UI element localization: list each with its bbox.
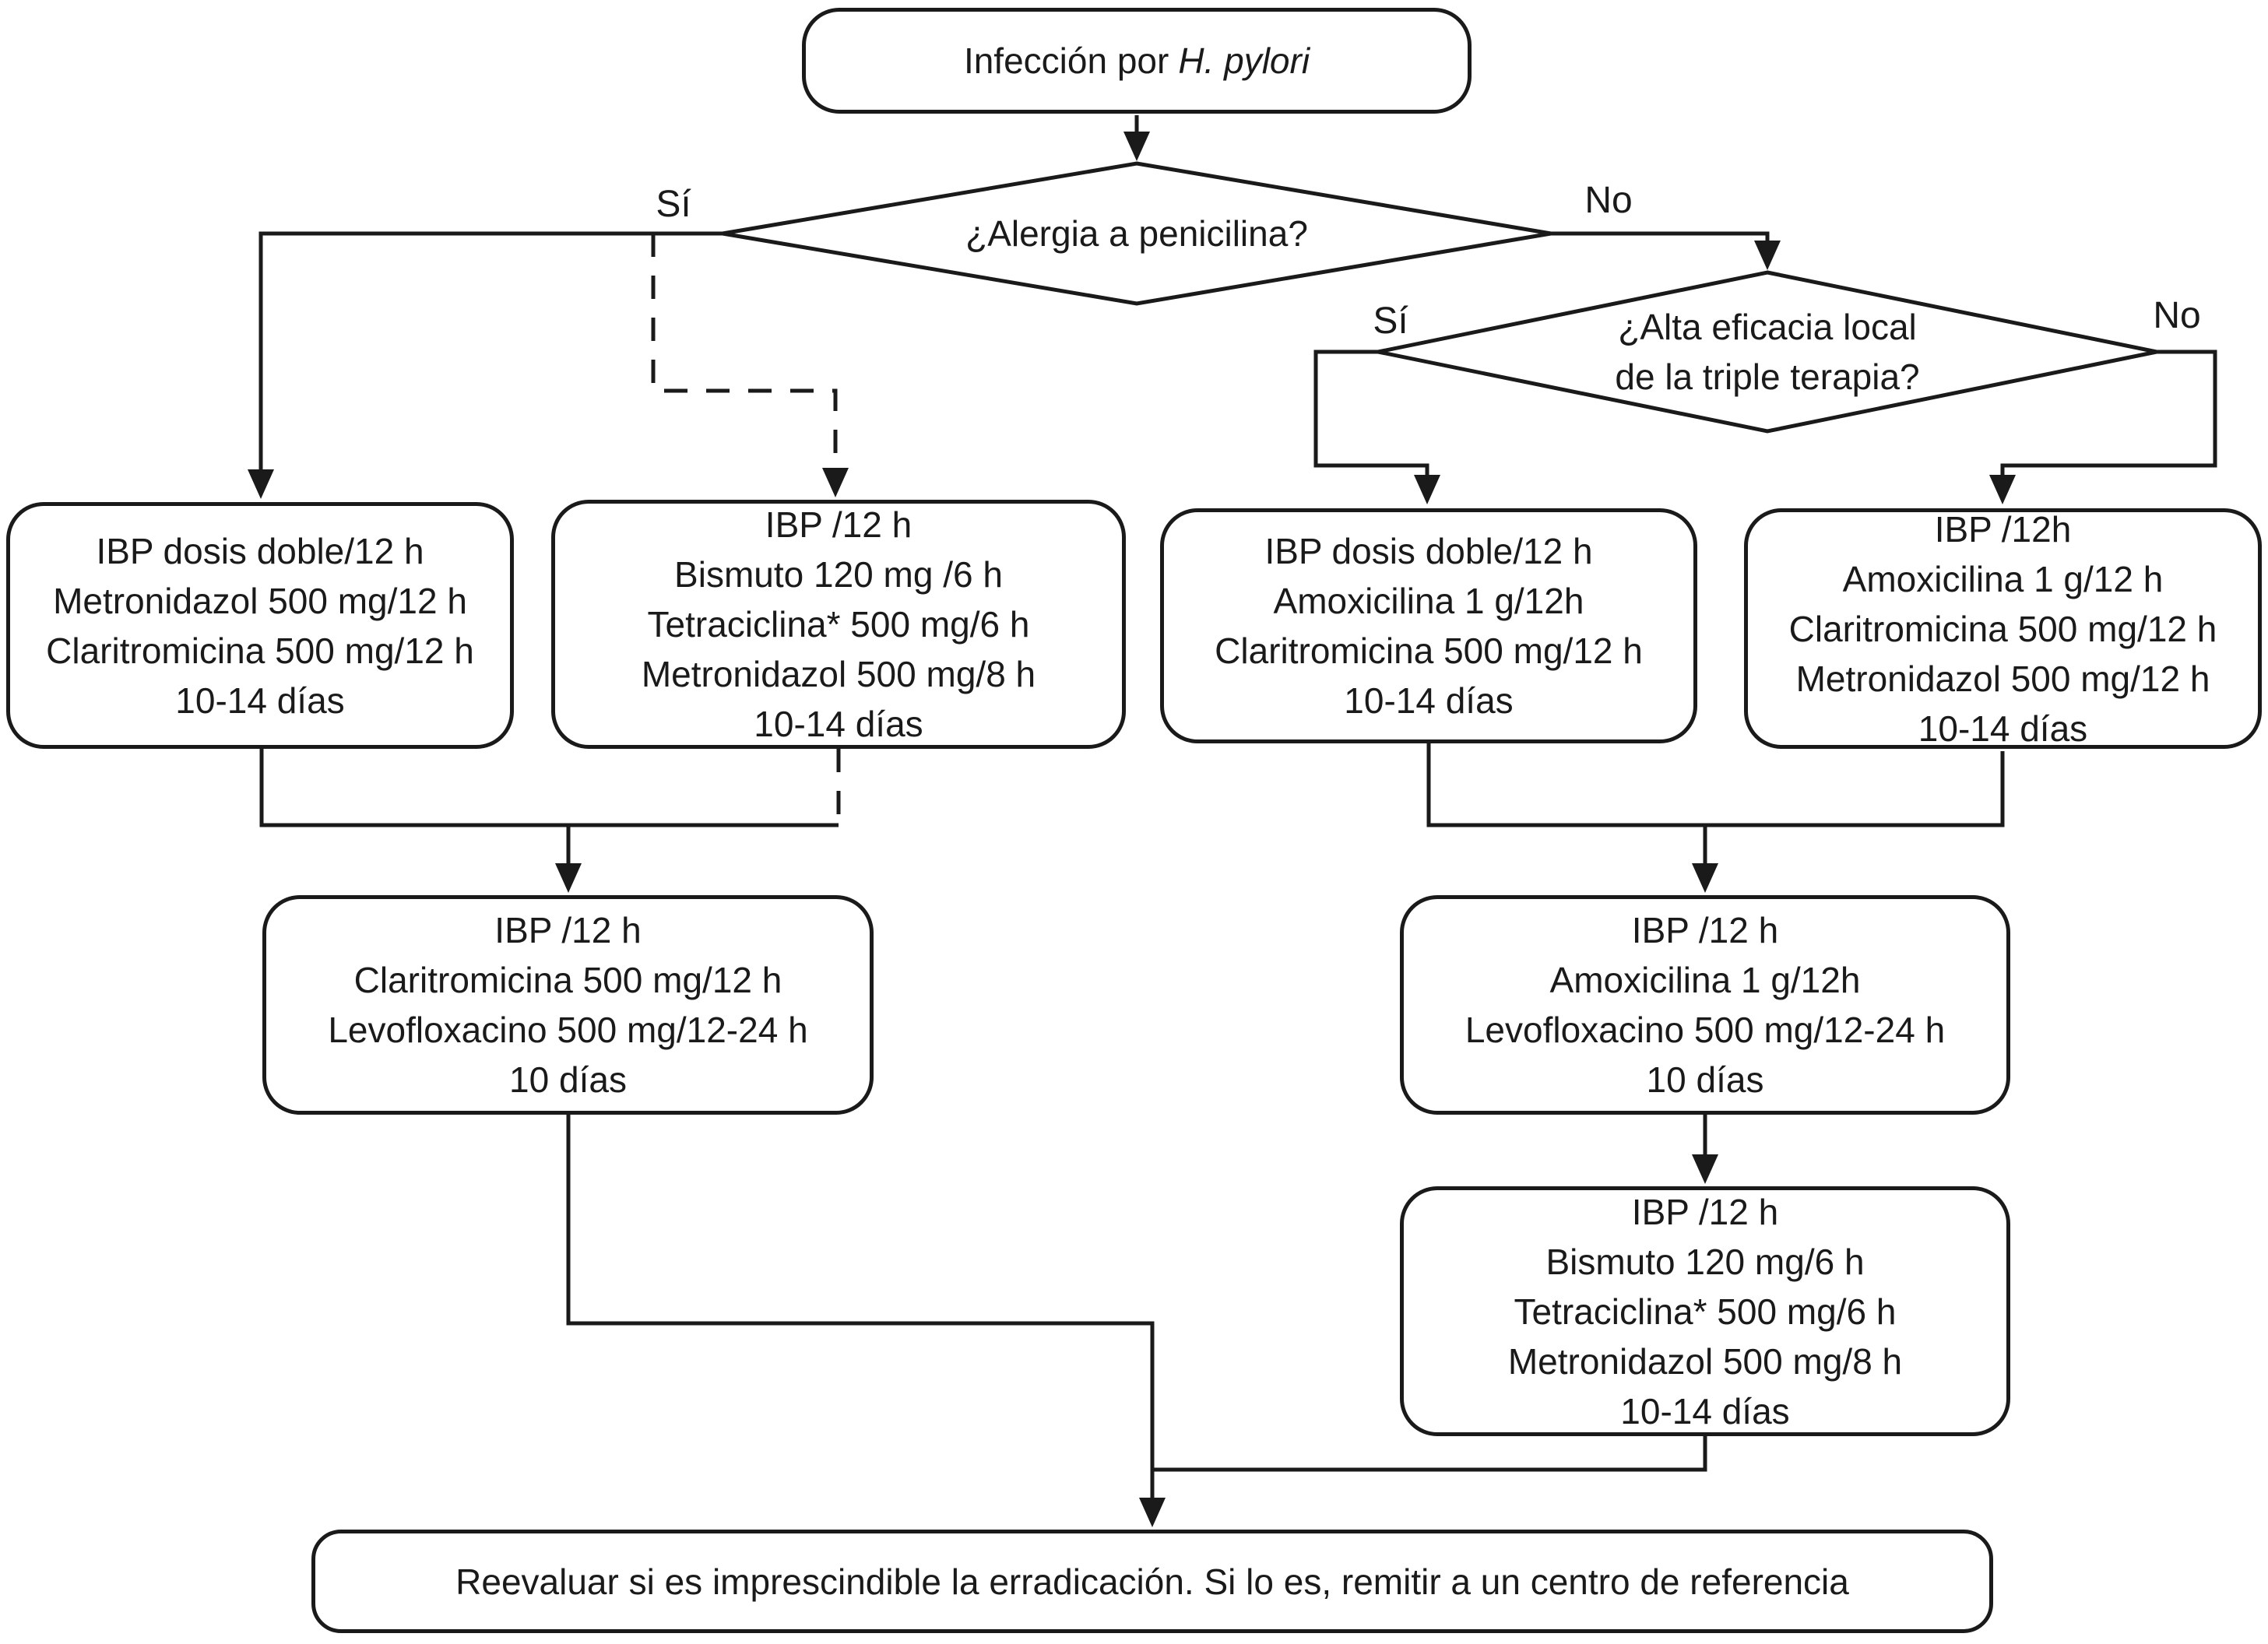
treatment-line: Levofloxacino 500 mg/12-24 h: [1465, 1010, 1946, 1050]
treatment-line: IBP /12 h: [765, 504, 912, 545]
arrowhead-final: [1139, 1498, 1166, 1527]
arrowhead-rescue-quadruple: [1692, 1154, 1718, 1184]
treatment-line: IBP /12 h: [494, 910, 642, 950]
start-node-text: Infección por: [963, 40, 1169, 81]
rescue-levofloxacin-right-box: IBP /12 h Amoxicilina 1 g/12h Levofloxac…: [1400, 895, 2010, 1115]
treatment-line: 10-14 días: [754, 704, 923, 744]
quadruple-bismuth-alternative-box: IBP /12 h Bismuto 120 mg /6 h Tetracicli…: [551, 500, 1126, 749]
treatment-line: Levofloxacino 500 mg/12-24 h: [328, 1010, 808, 1050]
treatment-line: Claritromicina 500 mg/12 h: [1215, 631, 1643, 671]
treatment-line: 10-14 días: [175, 680, 345, 721]
allergy-no-label: No: [1584, 180, 1633, 221]
efficacy-question-line1: ¿Alta eficacia local: [1618, 307, 1917, 347]
edge-rescue-left-to-final: [566, 1115, 1155, 1498]
arrowhead-triple-metronidazole: [248, 469, 274, 499]
treatment-line: Bismuto 120 mg /6 h: [674, 554, 1003, 595]
edge-allergy-no: [1551, 231, 1770, 241]
treatment-line: Claritromicina 500 mg/12 h: [1788, 608, 2217, 649]
treatment-line: IBP /12 h: [1631, 1191, 1779, 1232]
edge-efficacy-no: [2000, 350, 2217, 476]
treatment-line: Claritromicina 500 mg/12 h: [353, 960, 782, 1000]
arrowhead-rescue-left: [555, 863, 582, 893]
treatment-line: Amoxicilina 1 g/12 h: [1842, 558, 2164, 599]
efficacy-no-label: No: [2153, 295, 2201, 336]
edge-right-join: [1426, 743, 2005, 827]
treatment-line: Tetraciclina* 500 mg/6 h: [1514, 1291, 1897, 1332]
treatment-line: Tetraciclina* 500 mg/6 h: [647, 604, 1030, 645]
start-node-organism: H. pylori: [1178, 40, 1310, 81]
arrowhead-allergy: [1123, 132, 1150, 161]
treatment-line: Metronidazol 500 mg/8 h: [1507, 1340, 1903, 1382]
efficacy-question-line2: de la triple terapia?: [1615, 357, 1920, 397]
arrowhead-concomitant: [1989, 475, 2016, 504]
treatment-line: Metronidazol 500 mg/12 h: [53, 580, 467, 621]
treatment-line: Claritromicina 500 mg/12 h: [46, 630, 474, 671]
treatment-line: Amoxicilina 1 g/12h: [1273, 581, 1584, 621]
rescue-quadruple-bismuth-box: IBP /12 h Bismuto 120 mg/6 h Tetraciclin…: [1400, 1186, 2010, 1436]
treatment-line: Metronidazol 500 mg/12 h: [1795, 658, 2210, 699]
efficacy-yes-label: Sí: [1373, 300, 1408, 342]
treatment-line: Bismuto 120 mg/6 h: [1545, 1241, 1865, 1282]
treatment-line: 10 días: [509, 1059, 627, 1100]
rescue-levofloxacin-left-box: IBP /12 h Claritromicina 500 mg/12 h Lev…: [262, 895, 874, 1115]
edge-efficacy-yes: [1313, 350, 1429, 476]
treatment-line: IBP dosis doble/12 h: [1264, 531, 1593, 571]
arrowhead-triple-standard: [1414, 475, 1440, 504]
edge-left-join: [259, 749, 839, 827]
treatment-line: IBP /12 h: [1631, 910, 1779, 950]
edge-rescue-quadruple-to-final: [1152, 1436, 1707, 1472]
allergy-question-text: ¿Alergia a penicilina?: [965, 213, 1308, 254]
allergy-decision-question: ¿Alergia a penicilina?: [825, 209, 1448, 258]
treatment-line: 10-14 días: [1620, 1390, 1790, 1431]
allergy-yes-label: Sí: [656, 184, 691, 225]
arrowhead-rescue-right: [1692, 863, 1718, 893]
final-reevaluate-box: Reevaluar si es imprescindible la erradi…: [311, 1530, 1993, 1633]
treatment-line: 10-14 días: [1918, 708, 2088, 749]
triple-metronidazole-box: IBP dosis doble/12 h Metronidazol 500 mg…: [6, 502, 514, 749]
treatment-line: 10 días: [1646, 1059, 1764, 1100]
treatment-line: Amoxicilina 1 g/12h: [1549, 960, 1861, 1000]
efficacy-decision-question: ¿Alta eficacia local de la triple terapi…: [1456, 302, 2079, 402]
allergy-decision-diamond: [722, 161, 1552, 306]
treatment-line: IBP /12h: [1934, 508, 2072, 550]
treatment-line: 10-14 días: [1344, 680, 1514, 721]
triple-standard-box: IBP dosis doble/12 h Amoxicilina 1 g/12h…: [1160, 508, 1697, 743]
edge-allergy-yes: [258, 231, 723, 470]
concomitant-quadruple-box: IBP /12h Amoxicilina 1 g/12 h Claritromi…: [1744, 508, 2262, 749]
arrowhead-quadruple-alternative: [822, 468, 849, 497]
treatment-line: Metronidazol 500 mg/8 h: [641, 654, 1036, 694]
edge-allergy-yes-alternative-dashed: [651, 234, 838, 469]
treatment-line: IBP dosis doble/12 h: [96, 530, 424, 571]
final-reevaluate-text: Reevaluar si es imprescindible la erradi…: [455, 1561, 1849, 1602]
efficacy-decision-diamond: [1377, 270, 2157, 434]
arrowhead-efficacy: [1754, 241, 1781, 270]
